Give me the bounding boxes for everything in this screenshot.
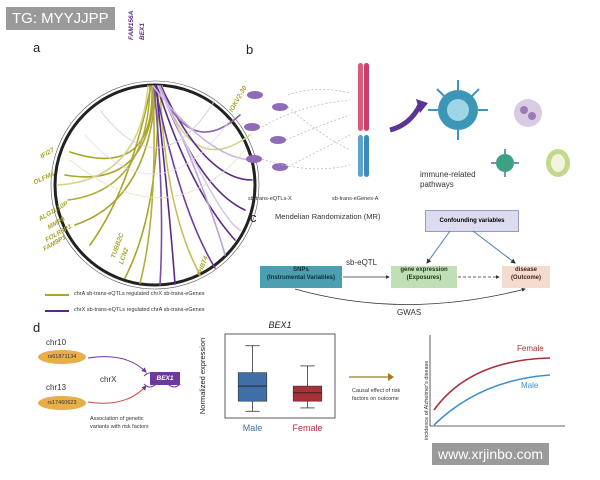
chart-title: BEX1 [268, 320, 291, 330]
box-male [237, 372, 268, 402]
expr-line1: gene expression [400, 267, 448, 273]
panel-b-illustration [244, 63, 570, 177]
gene-label: BEX1 [139, 23, 146, 40]
expr-line2: (Exposures) [406, 275, 442, 281]
sbeqtl-label: sb-eQTL [346, 258, 378, 267]
rs2-badge: rs17460623 [38, 396, 86, 410]
mr-title: Mendelian Randomization (MR) [275, 212, 381, 221]
plot-frame [224, 333, 336, 419]
incidence-curve [429, 335, 565, 427]
box-female [292, 385, 323, 402]
panel-a-letter: a [33, 40, 41, 55]
gwas-label: GWAS [397, 308, 422, 317]
chr13-label: chr13 [46, 383, 67, 392]
rs1-badge: rs61871134 [38, 350, 86, 364]
b-pathway-label-2: pathways [420, 180, 454, 189]
chrx-label: chrX [100, 375, 117, 384]
x-tick-label: Female [292, 423, 322, 433]
b-right-label: sb-trans-eGenes-A [332, 196, 379, 202]
panel-c-letter: c [250, 210, 257, 225]
bex1-label: BEX1 [156, 375, 174, 382]
male-curve [433, 374, 551, 426]
b-pathway-label-1: immune-related [420, 170, 476, 179]
rs1-label: rs61871134 [47, 354, 77, 360]
overlay-tag: TG: MYYJJPP [6, 7, 115, 30]
mr-arrows [294, 230, 526, 305]
legend-swatch-yellow [45, 294, 69, 296]
curve-male-label: Male [521, 381, 539, 390]
disease-line1: disease [514, 267, 538, 273]
assoc-line2: variants with risk factors [90, 424, 149, 430]
b-left-label: sb-trans-eQTLs-X [248, 196, 292, 202]
rs2-label: rs17460623 [47, 400, 77, 406]
legend-label-purple: chrX sb-trans-eQTLs regulated chrA sb-tr… [74, 307, 205, 313]
legend-swatch-purple [45, 310, 69, 312]
chr10-label: chr10 [46, 338, 67, 347]
snps-box: SNPs (Instrumental Variables) [260, 266, 342, 288]
curve-female-label: Female [517, 344, 544, 353]
snps-line2: (Instrumental Variables) [266, 275, 336, 281]
x-tick-label: Male [243, 423, 263, 433]
disease-box: disease (Outcome) [502, 266, 550, 288]
causal-arrow [349, 373, 394, 381]
expression-box: gene expression (Exposures) [391, 266, 457, 288]
disease-line2: (Outcome) [511, 275, 541, 281]
gene-label: FAM156A [128, 10, 135, 40]
causal-line2: factors on outcome [352, 396, 399, 402]
assoc-line1: Association of genetic [90, 416, 144, 422]
y-axis-label: Normalized expression [198, 338, 207, 414]
causal-line1: Causal effect of risk [352, 388, 401, 394]
circos-plot [50, 80, 260, 290]
female-curve [433, 357, 551, 411]
confounding-box: Confounding variables [425, 210, 519, 232]
snps-line1: SNPs [293, 267, 309, 273]
legend-label-yellow: chrA sb-trans-eQTLs regulated chrX sb-tr… [74, 291, 205, 297]
watermark: www.xrjinbo.com [432, 443, 550, 465]
panel-b-letter: b [246, 42, 254, 57]
curve-ylabel: incidence of Alzheimer's disease [424, 360, 430, 440]
bex1-badge: BEX1 [150, 372, 180, 385]
panel-d-letter: d [33, 320, 41, 335]
